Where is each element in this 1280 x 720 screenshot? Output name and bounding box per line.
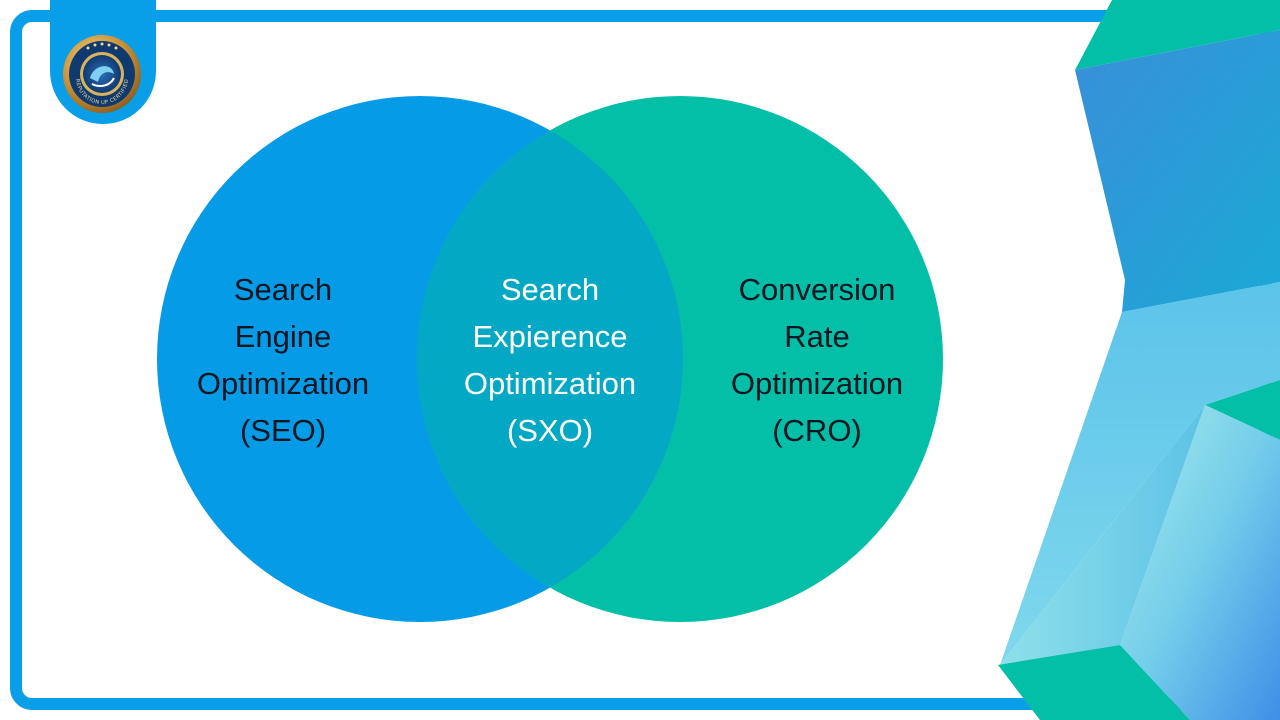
sxo-label-line: Optimization (463, 366, 637, 401)
cro-label-line: (CRO) (772, 413, 862, 448)
sxo-label: Search Expierence Optimization (SXO) (430, 266, 670, 454)
seo-label-line: Optimization (196, 366, 370, 401)
sxo-label-line: (SXO) (506, 413, 594, 448)
cro-label-line: Rate (784, 319, 850, 354)
cube-facet (1075, 30, 1280, 312)
cro-label: Conversion Rate Optimization (CRO) (697, 266, 937, 454)
cro-label-line: Conversion (738, 272, 896, 307)
seo-label: Search Engine Optimization (SEO) (163, 266, 403, 454)
seo-label-line: Search (233, 272, 333, 307)
cube-facet (1075, 0, 1280, 70)
cube-facet (1000, 405, 1205, 665)
cube-facet (1120, 405, 1280, 720)
cube-facet (1205, 380, 1280, 440)
cube-facet (1000, 282, 1280, 665)
seo-label-line: (SEO) (239, 413, 327, 448)
seo-label-line: Engine (234, 319, 332, 354)
certified-badge-icon: REPUTATION UP CERTIFIED (63, 35, 141, 113)
sxo-label-line: Search (500, 272, 600, 307)
sxo-label-line: Expierence (472, 319, 628, 354)
cro-label-line: Optimization (730, 366, 904, 401)
sxo-intersection (417, 96, 683, 622)
cube-facet (998, 645, 1190, 720)
